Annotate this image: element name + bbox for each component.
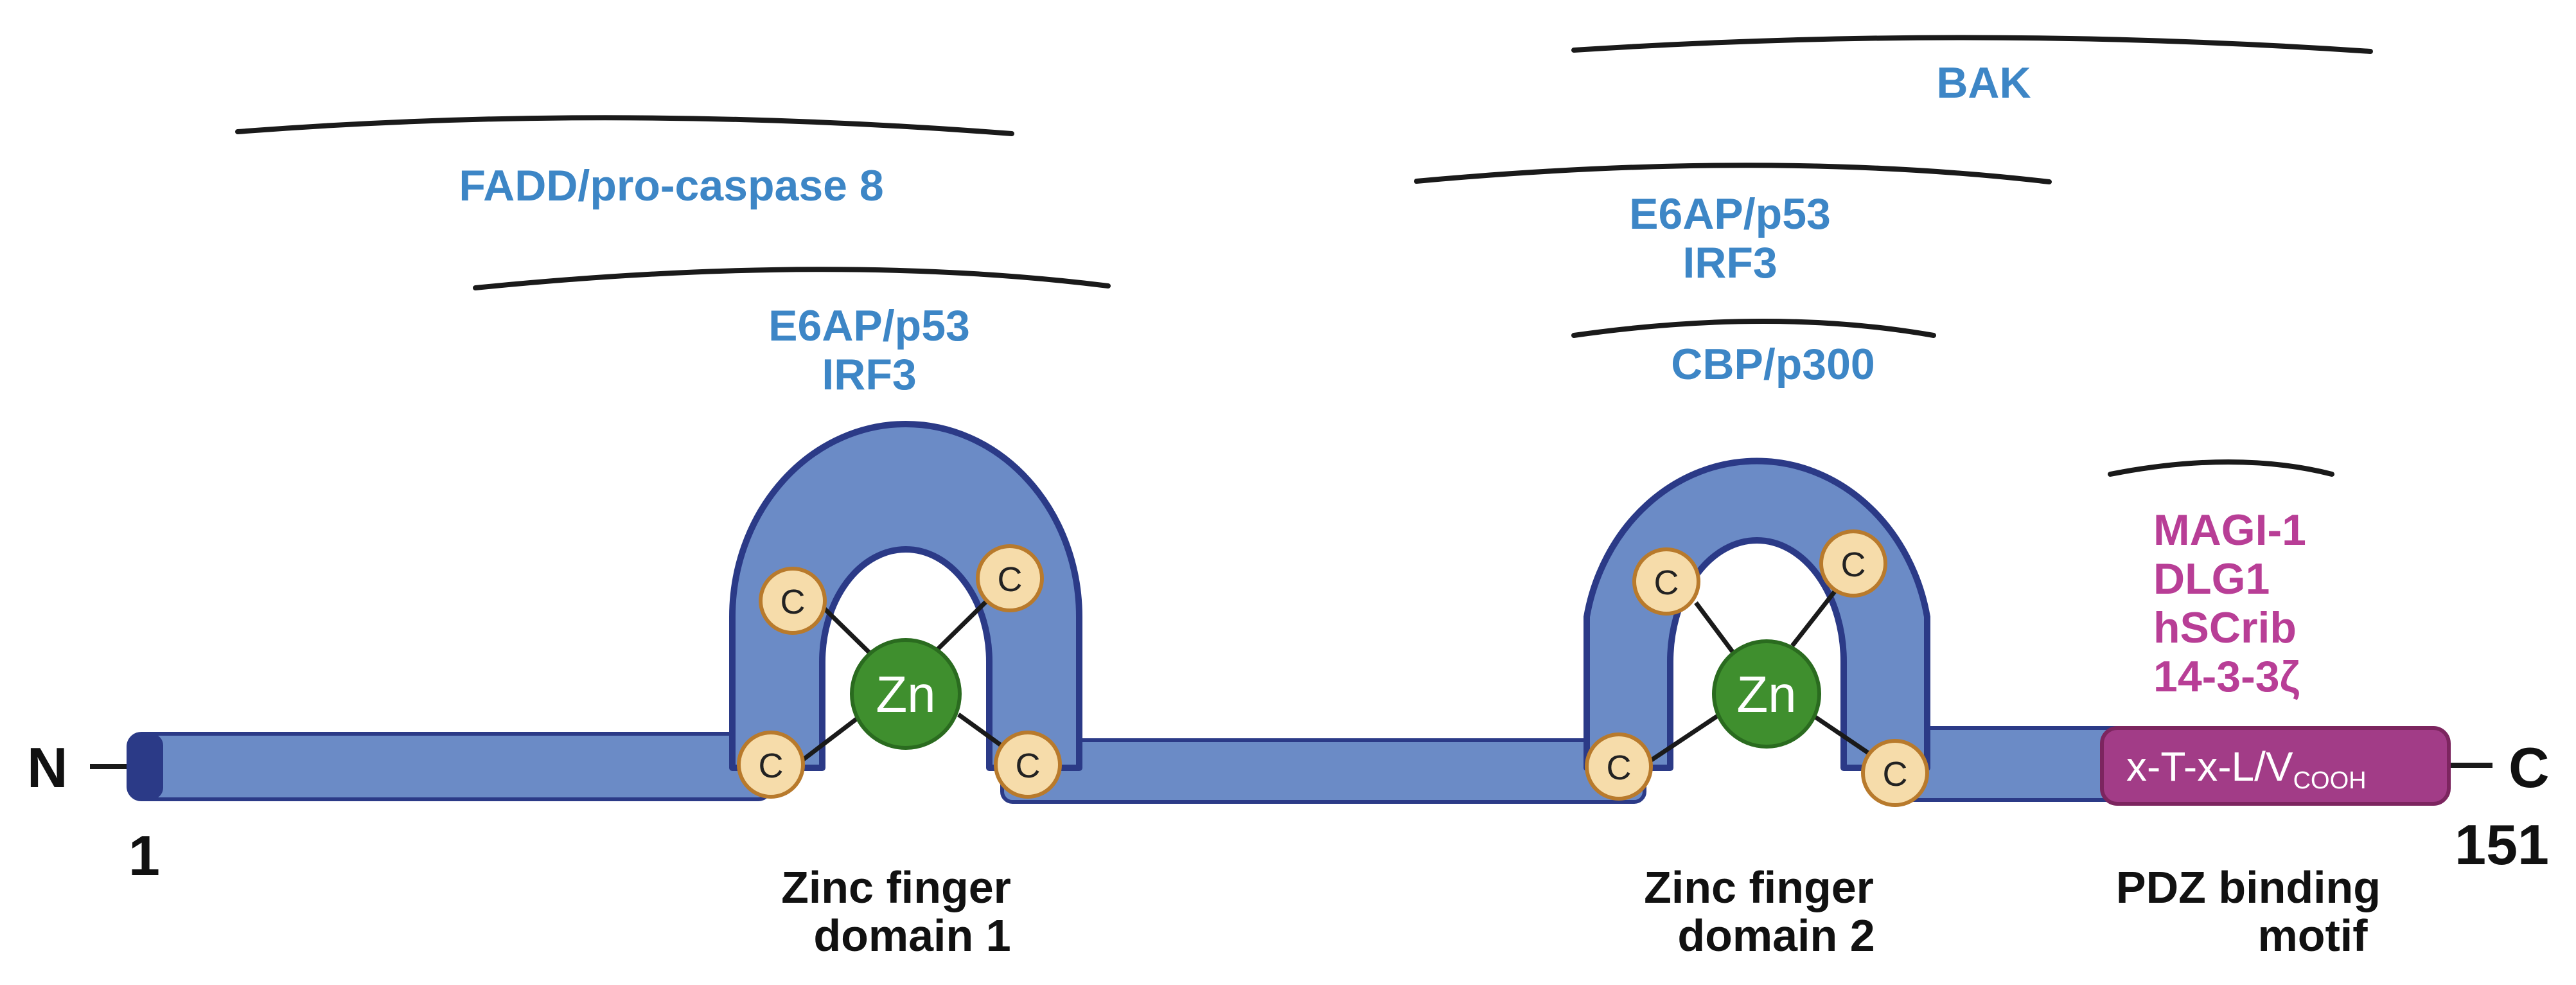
arc-bak-range <box>1571 35 2373 54</box>
zinc-finger-1-label-line2: domain 1 <box>813 910 1010 961</box>
start-residue-number: 1 <box>128 824 160 887</box>
bond-line <box>1694 601 1740 661</box>
cysteine-label: C <box>1883 755 1908 794</box>
termini-labels: N C 1 151 <box>27 736 2550 887</box>
label-irf3-left: IRF3 <box>822 350 916 399</box>
backbone-segment-1 <box>127 732 773 801</box>
domain-labels: Zinc finger domain 1 Zinc finger domain … <box>781 862 2381 961</box>
arc-pdz-range <box>2108 459 2334 477</box>
label-e6ap-p53-left: E6AP/p53 <box>768 301 970 350</box>
label-irf3-right: IRF3 <box>1682 238 1777 287</box>
c-terminus-label: C <box>2509 736 2550 799</box>
zinc-ion-2-label: Zn <box>1736 666 1796 723</box>
motif-box <box>2100 726 2451 806</box>
arc-fadd-range <box>235 115 1014 136</box>
cysteine-label: C <box>781 583 806 621</box>
motif-subscript-text: COOH <box>2293 767 2367 794</box>
cysteine-residue <box>759 567 827 635</box>
arc-cbp-range <box>1571 319 1936 338</box>
end-residue-number: 151 <box>2455 813 2549 876</box>
zinc-finger-domain-2: Zn C C C C <box>1584 457 1930 807</box>
cysteine-label: C <box>998 560 1023 599</box>
label-dlg1: DLG1 <box>2153 555 2270 603</box>
cysteine-residue <box>1632 547 1700 616</box>
cysteine-label: C <box>1841 546 1866 584</box>
cysteine-label: C <box>1016 747 1041 785</box>
cysteine-residue <box>1819 529 1887 598</box>
zinc-finger-2-label-line2: domain 2 <box>1677 910 1875 961</box>
motif-sequence-label: x-T-x-L/VCOOH <box>2126 743 2367 794</box>
cysteine-residue <box>737 731 805 799</box>
protein-backbone <box>90 726 2492 804</box>
zinc-ion-1-label: Zn <box>876 666 935 723</box>
cysteine-label: C <box>759 747 784 785</box>
zinc-ion-2 <box>1712 639 1821 749</box>
zinc-finger-1-loop <box>729 421 1082 771</box>
binding-range-arcs <box>235 35 2373 477</box>
zinc-finger-2-label-line1: Zinc finger <box>1644 862 1874 912</box>
pdz-partner-labels: MAGI-1 DLG1 hSCrib 14-3-3ζ <box>2153 506 2306 701</box>
n-terminus-label: N <box>27 736 68 799</box>
pdz-motif-label-line1: PDZ binding <box>2116 862 2381 912</box>
motif-main-text: x-T-x-L/V <box>2126 743 2293 790</box>
arc-e6ap-right-range <box>1414 163 2052 184</box>
cysteine-label: C <box>1607 749 1632 787</box>
bond-line <box>795 711 866 767</box>
cysteine-residue <box>1585 732 1653 801</box>
backbone-segment-2 <box>1000 738 1646 804</box>
label-magi-1: MAGI-1 <box>2153 506 2306 555</box>
cysteine-residue <box>994 731 1062 799</box>
cysteine-residue <box>976 544 1044 612</box>
label-bak: BAK <box>1936 58 2031 107</box>
arc-e6ap-left-range <box>473 267 1111 290</box>
zinc-finger-1-label-line1: Zinc finger <box>781 862 1011 912</box>
label-hscrib: hSCrib <box>2153 603 2297 652</box>
label-14-3-3-zeta: 14-3-3ζ <box>2153 652 2300 701</box>
label-fadd-pro-caspase-8: FADD/pro-caspase 8 <box>459 161 883 210</box>
zinc-finger-domain-1: Zn C C C C <box>729 421 1082 799</box>
binding-partner-labels: FADD/pro-caspase 8 E6AP/p53 IRF3 BAK E6A… <box>459 58 2031 399</box>
label-cbp-p300: CBP/p300 <box>1671 340 1875 389</box>
cysteine-label: C <box>1654 563 1679 602</box>
n-terminus-cap <box>128 734 163 799</box>
pdz-motif-label-line2: motif <box>2257 910 2368 961</box>
cysteine-residue <box>1861 739 1929 807</box>
zinc-ion-1 <box>850 638 962 750</box>
pdz-binding-motif: x-T-x-L/VCOOH <box>2100 726 2451 806</box>
label-e6ap-p53-right: E6AP/p53 <box>1629 190 1831 238</box>
bond-line <box>1643 711 1723 767</box>
